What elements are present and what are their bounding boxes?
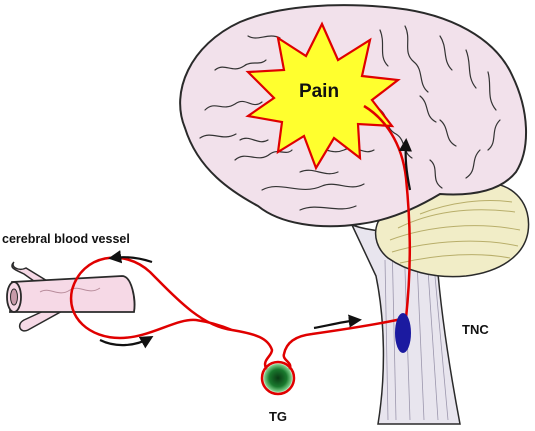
vessel-label: cerebral blood vessel <box>2 232 130 246</box>
ascending-pathway <box>363 104 412 319</box>
trigeminal-ganglion <box>260 360 296 396</box>
pain-label: Pain <box>299 81 339 102</box>
direction-arrow-icon <box>398 138 413 191</box>
direction-arrow-icon <box>108 250 153 264</box>
cerebrum-sulci <box>199 25 501 211</box>
tg-label: TG <box>269 409 287 424</box>
trigeminal-pathway <box>69 256 407 375</box>
direction-arrow-icon <box>313 314 362 330</box>
tnc-label: TNC <box>462 322 489 337</box>
direction-arrow-icon <box>99 336 154 349</box>
cerebellum-folia <box>389 200 521 264</box>
pain-burst-icon <box>245 21 401 171</box>
trigeminal-nucleus-caudalis <box>395 313 411 353</box>
